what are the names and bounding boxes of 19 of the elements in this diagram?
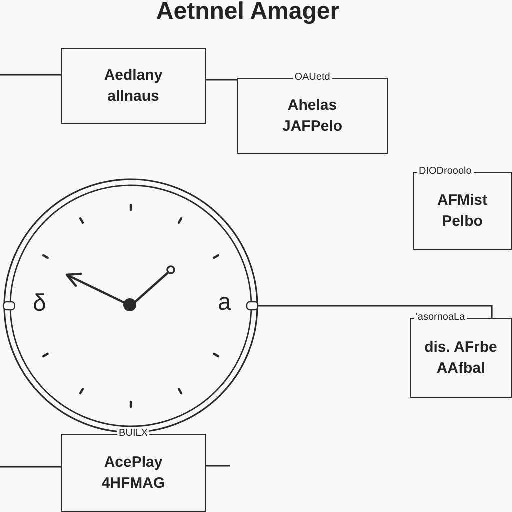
box-text: allnaus — [108, 87, 160, 107]
box-text: dis. AFrbe — [424, 338, 498, 358]
box-text: AAfbal — [436, 359, 486, 379]
connector-line — [206, 465, 230, 467]
box-text: Pelbo — [442, 212, 483, 232]
text-box — [61, 48, 206, 124]
box-text: AFMist — [438, 191, 488, 211]
box-text: JAFPelo — [282, 117, 342, 137]
connector-line — [258, 305, 493, 318]
box-text: Ahelas — [288, 96, 338, 116]
clock-numeral: a — [218, 290, 232, 316]
connector-line — [0, 74, 61, 76]
connector-line — [206, 79, 237, 81]
clock-numeral: δ — [33, 291, 46, 317]
box-text: 4HFMAG — [102, 474, 166, 494]
connector-line — [0, 466, 61, 468]
box-text: AcePlay — [104, 453, 163, 473]
box-text: Aedlany — [104, 66, 163, 86]
diagram-title: Aetnnel Amager — [156, 0, 340, 25]
